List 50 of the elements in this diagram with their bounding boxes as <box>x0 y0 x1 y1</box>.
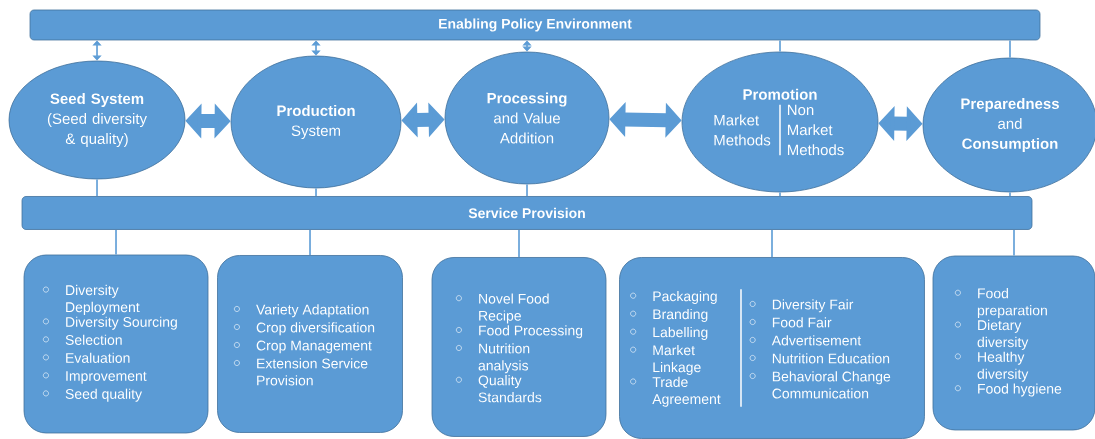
bullet-item: Behavioral Change Communication <box>749 371 891 399</box>
double-arrow <box>92 40 102 61</box>
connector-line <box>526 183 528 197</box>
connector-line <box>115 229 117 256</box>
bullet-item: Novel Food Recipe <box>456 293 549 324</box>
bullet-item: Branding <box>630 308 708 322</box>
double-arrow <box>311 40 321 56</box>
activity-box <box>431 257 607 437</box>
bullet-item: Selection <box>43 334 122 345</box>
bullet-item: Food hygiene <box>955 383 1062 397</box>
bullet-item: Quality Standards <box>456 375 542 403</box>
activity-box <box>619 257 925 439</box>
bullet-item: Crop Management <box>234 340 372 354</box>
connector-line <box>1009 39 1011 59</box>
activity-box <box>23 254 209 434</box>
bullet-item: Diversity Deployment <box>43 284 140 315</box>
bullet-item: Crop diversification <box>234 322 375 336</box>
bullet-item: Advertisement <box>749 335 862 346</box>
connector-line <box>309 229 311 256</box>
bullet-item: Labelling <box>630 326 708 340</box>
bullet-item: Healthy diversity <box>955 351 1029 382</box>
connector-line <box>315 187 317 197</box>
connector-line <box>1009 191 1011 197</box>
bullet-item: Trade Agreement <box>630 376 721 407</box>
connector-line <box>779 39 781 53</box>
bullet-item: Market Linkage <box>630 344 701 375</box>
connector-line <box>771 229 773 258</box>
bullet-item: Improvement <box>43 371 147 384</box>
activity-box <box>217 255 403 433</box>
bullet-item: Food Processing <box>456 325 583 339</box>
bullet-item: Packaging <box>630 290 717 304</box>
connector-line <box>1013 229 1015 257</box>
bullet-item: Variety Adaptation <box>234 304 369 318</box>
double-arrow <box>522 40 532 52</box>
bullet-item: Nutrition analysis <box>456 343 530 374</box>
bullet-item: Food Fair <box>749 317 832 328</box>
bullet-item: Evaluation <box>43 352 130 363</box>
banner-bar: Enabling Policy Environment <box>29 9 1041 41</box>
bullet-item: Dietary diversity <box>955 319 1029 350</box>
bullet-item: Nutrition Education <box>749 353 890 364</box>
connector-line <box>779 191 781 197</box>
bullet-item: Diversity Fair <box>749 299 854 313</box>
banner-bar: Service Provision <box>21 196 1033 230</box>
activity-box <box>932 255 1095 431</box>
bullet-item: Food preparation <box>955 288 1047 319</box>
connector-line <box>96 178 98 197</box>
connector-line <box>518 229 520 258</box>
bullet-item: Diversity Sourcing <box>43 316 177 330</box>
bullet-item: Extension Service Provision <box>234 358 368 386</box>
bullet-item: Seed quality <box>43 388 142 402</box>
